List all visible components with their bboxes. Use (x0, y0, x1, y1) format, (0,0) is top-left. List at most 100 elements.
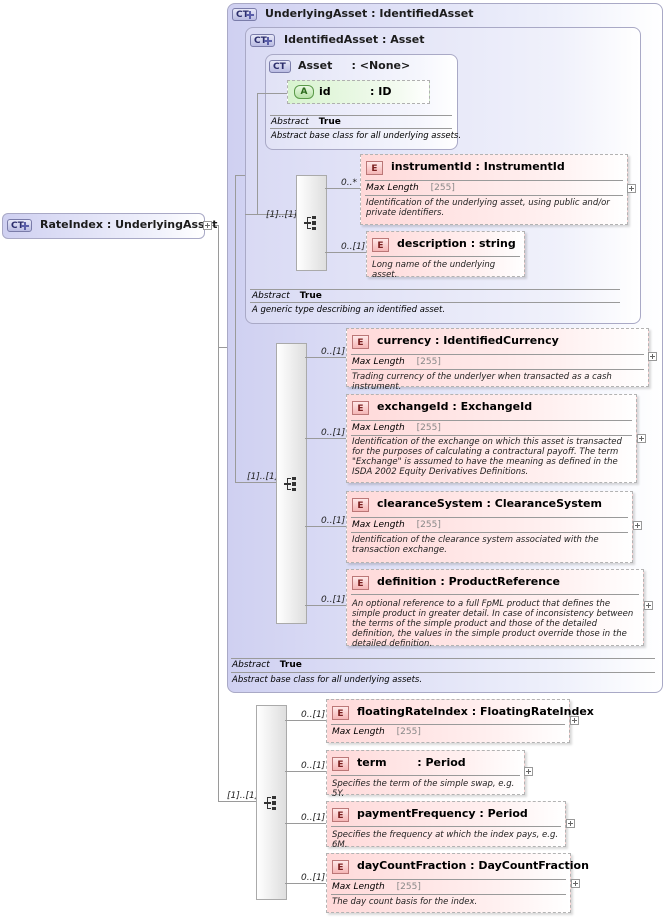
element-name: currency : IdentifiedCurrency (377, 334, 559, 347)
connector (285, 771, 326, 772)
divider (351, 532, 628, 533)
complex-type-icon: CT (250, 34, 275, 47)
divider (365, 195, 623, 196)
element-icon: E (352, 401, 369, 415)
divider (250, 289, 620, 290)
sequence-compositor[interactable] (256, 705, 287, 900)
expand-icon[interactable] (644, 601, 653, 610)
element-exchangeId[interactable]: E exchangeId : ExchangeId Max Length[255… (346, 394, 637, 483)
element-name: exchangeId : ExchangeId (377, 400, 533, 413)
attribute-type: : ID (370, 85, 392, 98)
element-name: term : Period (357, 756, 466, 769)
divider (365, 180, 623, 181)
attribute-name: id (319, 85, 331, 98)
element-floatingRateIndex[interactable]: E floatingRateIndex : FloatingRateIndex … (326, 699, 594, 743)
cardinality: 0..* (341, 178, 357, 188)
cardinality: [1]..[1] (247, 472, 279, 482)
element-icon: E (352, 335, 369, 349)
divider (351, 594, 639, 595)
element-instrumentId[interactable]: E instrumentId : InstrumentId Max Length… (360, 154, 628, 225)
connector (305, 357, 346, 358)
divider (331, 894, 566, 895)
expand-icon[interactable] (571, 879, 580, 888)
element-icon: E (332, 706, 349, 720)
underlying-asset-doc: Abstract base class for all underlying a… (232, 675, 423, 685)
connector (325, 252, 366, 253)
cardinality: [1]..[1] (227, 791, 259, 801)
connector (235, 347, 236, 482)
element-icon: E (366, 161, 383, 175)
connector (245, 214, 296, 215)
element-icon: E (332, 808, 349, 822)
element-dayCountFraction[interactable]: E dayCountFraction : DayCountFraction Ma… (326, 853, 589, 913)
connector (285, 720, 326, 721)
identified-asset-title[interactable]: IdentifiedAsset : Asset (284, 33, 425, 46)
expand-icon[interactable] (524, 767, 533, 776)
divider (331, 775, 520, 776)
cardinality: 0..[1] (301, 873, 326, 883)
divider (270, 115, 452, 116)
expand-icon[interactable] (627, 184, 636, 193)
facet: Max Length[255] (332, 727, 421, 737)
divider (351, 420, 632, 421)
expand-icon[interactable] (637, 434, 646, 443)
element-doc: An optional reference to a full FpML pro… (352, 599, 634, 649)
facet: Max Length[255] (352, 520, 441, 530)
element-term[interactable]: E term : Period Specifies the term of th… (326, 750, 525, 799)
element-clearanceSystem[interactable]: E clearanceSystem : ClearanceSystem Max … (346, 491, 633, 563)
expand-icon[interactable] (633, 521, 642, 530)
element-name: dayCountFraction : DayCountFraction (357, 859, 589, 872)
element-currency[interactable]: E currency : IdentifiedCurrency Max Leng… (346, 328, 649, 392)
underlying-asset-title[interactable]: UnderlyingAsset : IdentifiedAsset (265, 7, 474, 20)
element-icon: E (352, 576, 369, 590)
element-definition[interactable]: E definition : ProductReference An optio… (346, 569, 644, 649)
divider (331, 879, 566, 880)
element-icon: E (332, 860, 349, 874)
sequence-compositor[interactable] (296, 175, 327, 271)
connector (257, 93, 287, 94)
connector (218, 347, 228, 348)
cardinality: [1]..[1] (266, 210, 298, 220)
facet: Max Length[255] (332, 882, 421, 892)
connector (235, 482, 276, 483)
connector (257, 93, 258, 214)
expand-icon[interactable] (566, 819, 575, 828)
cardinality: 0..[1] (321, 428, 346, 438)
attribute-id[interactable]: A id : ID (287, 80, 430, 104)
connector (285, 883, 326, 884)
connector (218, 801, 256, 802)
connector (305, 438, 346, 439)
element-name: clearanceSystem : ClearanceSystem (377, 497, 602, 510)
sequence-icon (263, 795, 276, 810)
connector (305, 605, 346, 606)
element-doc: Specifies the frequency at which the ind… (332, 830, 559, 850)
sequence-compositor[interactable] (276, 343, 307, 624)
element-name: instrumentId : InstrumentId (391, 160, 565, 173)
element-description[interactable]: E description : string Long name of the … (366, 231, 525, 280)
connector (235, 175, 245, 176)
divider (270, 128, 452, 129)
facet: Max Length[255] (352, 357, 441, 367)
cardinality: 0..[1] (301, 761, 326, 771)
cardinality: 0..[1] (321, 595, 346, 605)
element-doc: Identification of the clearance system a… (352, 535, 599, 555)
connector (285, 823, 326, 824)
asset-title[interactable]: Asset : <None> (298, 59, 411, 72)
element-doc: Identification of the underlying asset, … (366, 198, 610, 218)
element-icon: E (332, 757, 349, 771)
cardinality: 0..[1] (301, 813, 326, 823)
element-name: paymentFrequency : Period (357, 807, 528, 820)
sequence-icon (303, 216, 316, 230)
element-paymentFrequency[interactable]: E paymentFrequency : Period Specifies th… (326, 801, 566, 850)
collapse-icon[interactable] (203, 221, 212, 230)
rate-index-title: RateIndex : UnderlyingAsset (40, 218, 218, 231)
element-name: floatingRateIndex : FloatingRateIndex (357, 705, 594, 718)
expand-icon[interactable] (570, 716, 579, 725)
cardinality: 0..[1] (341, 242, 366, 252)
cardinality: 0..[1] (321, 516, 346, 526)
divider (331, 724, 565, 725)
expand-icon[interactable] (648, 352, 657, 361)
element-doc: Identification of the exchange on which … (352, 437, 622, 477)
